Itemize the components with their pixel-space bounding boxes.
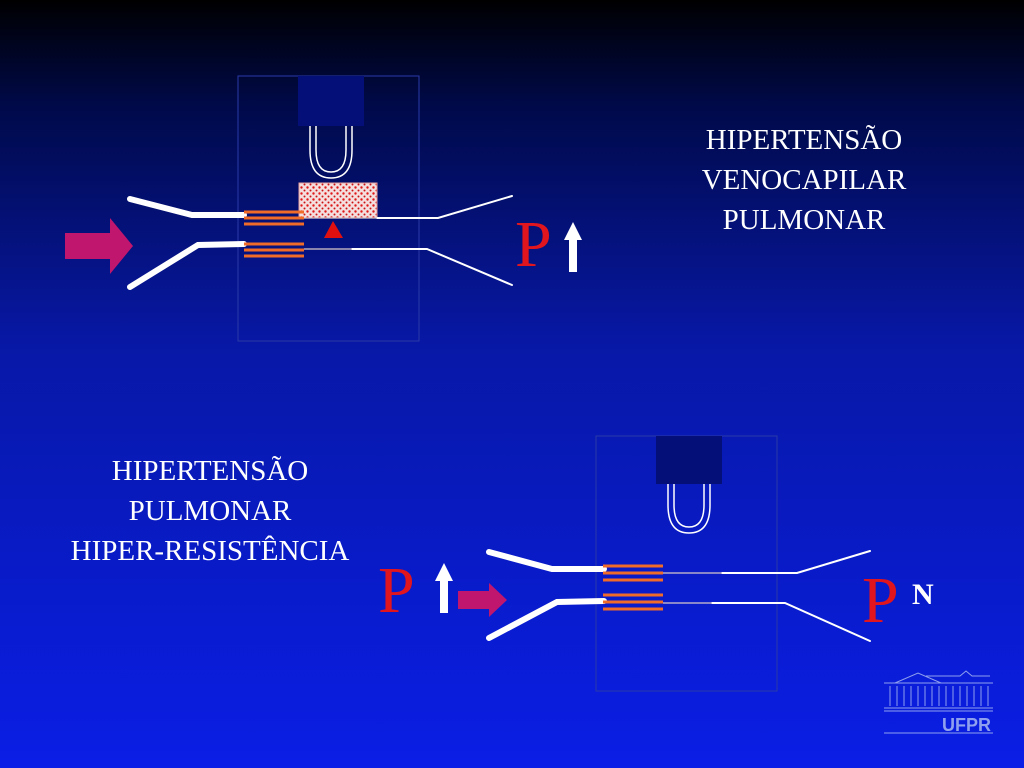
- caption-venocapilar: HIPERTENSÃO VENOCAPILAR PULMONAR: [664, 120, 944, 240]
- top-pressure-up-arrow: [564, 222, 582, 272]
- bottom-capillary-loop: [667, 484, 711, 534]
- top-flow-arrow: [65, 218, 133, 274]
- ufpr-logo-text: UFPR: [942, 715, 991, 735]
- top-muscle-bands: [244, 210, 304, 258]
- top-vessel-thin-segment: [304, 217, 377, 250]
- top-capillary-loop: [309, 126, 353, 179]
- normal-pressure-suffix: N: [912, 578, 934, 611]
- pressure-label-top: P: [515, 208, 552, 281]
- caption-line: PULMONAR: [722, 204, 886, 236]
- ufpr-logo-columns-icon: [889, 686, 989, 706]
- top-diagram: [65, 75, 582, 342]
- top-obstruction-block: [298, 182, 378, 219]
- ufpr-logo: UFPR: [884, 670, 993, 735]
- caption-line: HIPERTENSÃO: [111, 455, 309, 487]
- top-vessel: [127, 195, 513, 290]
- caption-hiper-resistencia: HIPERTENSÃO PULMONAR HIPER-RESISTÊNCIA: [30, 451, 390, 571]
- bottom-diagram: [435, 435, 871, 692]
- bottom-flow-arrow: [458, 583, 507, 617]
- caption-line: PULMONAR: [128, 495, 292, 527]
- caption-line: HIPER-RESISTÊNCIA: [70, 535, 350, 567]
- top-block: [298, 76, 364, 126]
- pressure-label-bottom-right: P: [862, 564, 899, 637]
- bottom-vessel: [486, 549, 871, 642]
- pressure-label-bottom-left: P: [378, 554, 415, 627]
- bottom-vessel-thin-segment: [663, 572, 722, 604]
- bottom-muscle-bands: [603, 564, 663, 611]
- caption-line: VENOCAPILAR: [701, 164, 907, 196]
- caption-line: HIPERTENSÃO: [705, 124, 903, 156]
- bottom-pressure-up-arrow: [435, 563, 453, 613]
- top-obstruction-marker: [324, 221, 343, 238]
- bottom-block: [656, 436, 722, 484]
